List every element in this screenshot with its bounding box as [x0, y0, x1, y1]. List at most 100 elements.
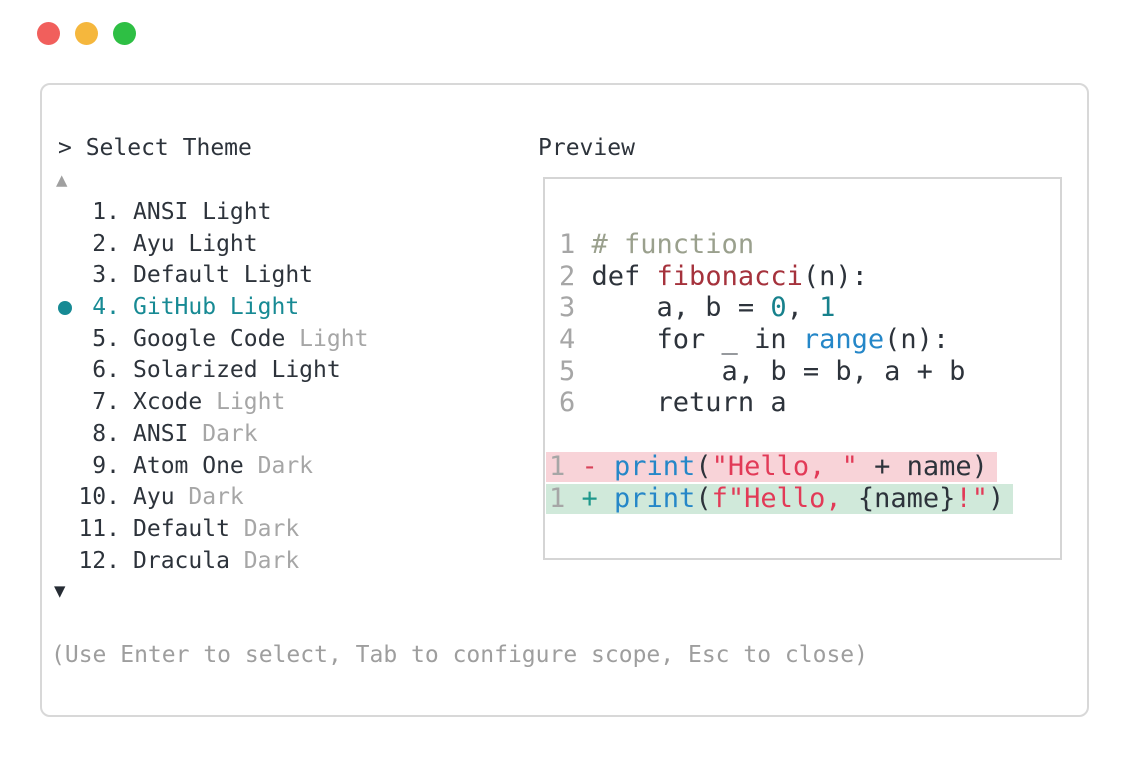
code-token: 1 [819, 292, 836, 324]
diff-highlight-added: 1 + print(f"Hello, {name}!") [546, 482, 1014, 514]
theme-item-label: Default Dark [133, 515, 300, 542]
theme-item-ayu-light[interactable]: 2.Ayu Light [42, 229, 532, 261]
code-token: 6 [559, 387, 592, 419]
theme-item-variant: Dark [188, 420, 258, 447]
code-token: "Hello, " [711, 450, 858, 482]
theme-item-number: 10. [78, 484, 120, 511]
theme-item-number: 7. [92, 389, 120, 416]
code-token: 1 [549, 450, 582, 482]
code-token: a, b = [591, 292, 771, 324]
code-token: ( [695, 450, 712, 482]
code-token: print [614, 482, 696, 514]
code-token: !" [955, 482, 988, 514]
minimize-button[interactable] [75, 22, 98, 45]
code-token: (n): [802, 260, 868, 292]
theme-item-variant: Dark [229, 547, 300, 574]
theme-item-atom-one[interactable]: 9. Atom One Dark [42, 451, 532, 483]
code-line [559, 419, 1060, 451]
code-token: 2 [559, 260, 592, 292]
code-token: print [614, 450, 696, 482]
code-token: 1 [559, 229, 592, 260]
close-button[interactable] [37, 22, 60, 45]
code-line: 5 a, b = b, a + b [559, 356, 1060, 388]
theme-item-number: 1. [92, 199, 120, 225]
theme-item-number: 9. [92, 452, 120, 479]
code-token: # function [591, 229, 755, 260]
theme-item-google-code[interactable]: 5. Google Code Light [42, 324, 532, 356]
code-line: 3 a, b = 0, 1 [559, 292, 1060, 324]
code-token: 1 [549, 482, 582, 514]
theme-item-default[interactable]: 11. Default Dark [42, 514, 532, 546]
code-token: f"Hello, [711, 482, 858, 514]
theme-item-label: Solarized Light [133, 357, 341, 384]
theme-item-number: 2. [92, 230, 120, 257]
keyboard-hints: (Use Enter to select, Tab to configure s… [51, 642, 868, 668]
theme-item-variant: Dark [229, 515, 300, 542]
code-token: fibonacci [656, 260, 803, 292]
code-token: range [802, 324, 885, 356]
theme-item-dracula[interactable]: 12. Dracula Dark [42, 546, 532, 578]
code-token: + [581, 482, 615, 514]
code-token: 5 [559, 355, 592, 387]
code-token: 3 [559, 292, 592, 324]
selected-indicator-dot [58, 301, 72, 316]
theme-item-xcode[interactable]: 7. Xcode Light [42, 387, 532, 419]
code-token: - [581, 450, 615, 482]
theme-item-ayu[interactable]: 10. Ayu Dark [42, 482, 532, 514]
theme-item-label: ANSI Dark [133, 420, 258, 447]
theme-item-default-light[interactable]: 3. Default Light [42, 260, 532, 292]
theme-item-ansi[interactable]: 8. ANSI Dark [42, 419, 532, 451]
theme-item-ansi-light[interactable]: 1. ANSI Light [42, 197, 532, 229]
code-token: 0 [770, 292, 787, 324]
scroll-down-icon[interactable]: ▼ [54, 580, 66, 602]
theme-item-number: 11. [78, 515, 120, 542]
theme-item-number: 6. [92, 357, 120, 384]
code-token: ( [695, 482, 712, 514]
diff-highlight-removed: 1 - print("Hello, " + name) [546, 450, 997, 482]
theme-item-variant: Light [202, 389, 286, 416]
code-line: 1 # function [559, 229, 1060, 261]
code-token: , [786, 292, 820, 324]
theme-item-label: Atom One Dark [133, 452, 314, 479]
code-token: (n): [884, 324, 950, 356]
diff-line-removed: 1 - print("Hello, " + name) [546, 451, 1060, 483]
window-controls [37, 22, 136, 45]
dialog-title: > Select Theme [58, 135, 252, 161]
theme-item-label: Default Light [133, 262, 314, 289]
code-token: def [591, 260, 657, 292]
preview-label: Preview [538, 135, 635, 161]
code-line: 6 return a [559, 387, 1060, 419]
code-token: for _ in [591, 324, 803, 356]
theme-item-variant: Light [285, 325, 369, 352]
code-token: 4 [559, 324, 592, 356]
theme-item-variant: Dark [243, 452, 314, 479]
theme-item-variant: Dark [174, 484, 244, 511]
theme-item-solarized-light[interactable]: 6. Solarized Light [42, 355, 532, 387]
code-token: {name} [857, 482, 956, 514]
theme-item-label: ANSI Light [133, 199, 272, 225]
code-token: + name) [857, 450, 988, 482]
code-token: a, b = b, a + b [591, 355, 966, 387]
code-line: 4 for _ in range(n): [559, 324, 1060, 356]
theme-item-number: 12. [78, 547, 120, 574]
diff-line-added: 1 + print(f"Hello, {name}!") [546, 483, 1060, 515]
theme-item-label: Google Code Light [133, 325, 369, 352]
code-line: 2 def fibonacci(n): [559, 261, 1060, 293]
theme-item-label: Dracula Dark [133, 547, 300, 574]
theme-item-label: Ayu Dark [133, 484, 244, 511]
theme-item-label: GitHub Light [133, 294, 300, 321]
theme-item-number: 5. [92, 325, 120, 352]
zoom-button[interactable] [113, 22, 136, 45]
theme-item-label: Xcode Light [133, 389, 286, 416]
theme-item-number: 8. [92, 420, 120, 447]
code-token: ) [987, 482, 1005, 514]
code-token: return a [591, 387, 787, 419]
theme-item-number: 4. [92, 294, 120, 321]
theme-item-github-light[interactable]: 4. GitHub Light [42, 292, 532, 324]
scroll-up-icon[interactable]: ▲ [56, 169, 68, 191]
theme-item-number: 3. [92, 262, 120, 289]
